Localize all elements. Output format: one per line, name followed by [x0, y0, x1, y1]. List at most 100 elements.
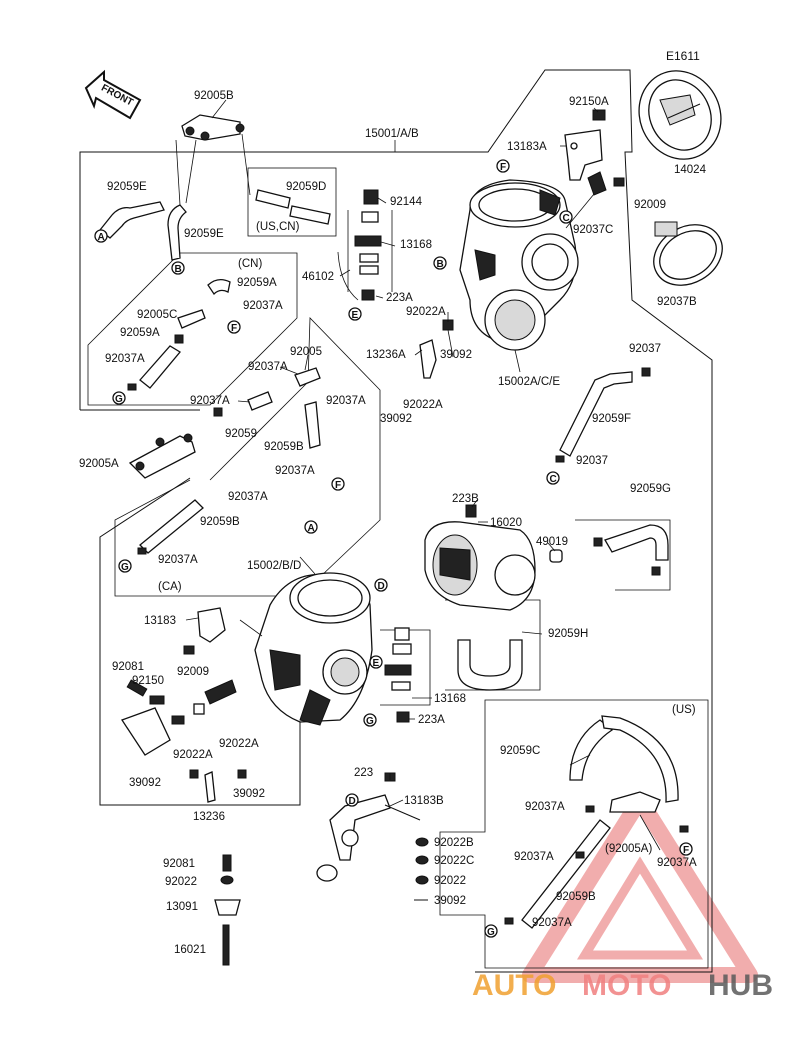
ref-marker-d2: D	[345, 793, 359, 807]
front-arrow-icon: FRONT	[84, 69, 142, 120]
label-13168-1: 13168	[400, 239, 432, 251]
label-49019: 49019	[536, 536, 568, 548]
svg-text:E: E	[373, 658, 380, 669]
ref-marker-e2: E	[369, 655, 383, 669]
label-92150a: 92150A	[569, 96, 609, 108]
ref-marker-g4: G	[484, 924, 498, 938]
label-92037a-12: 92037A	[532, 917, 572, 929]
svg-text:F: F	[500, 162, 506, 173]
hose-92059e-right	[167, 204, 187, 261]
throttle-linkage	[316, 772, 421, 882]
svg-text:C: C	[563, 213, 570, 224]
svg-text:F: F	[335, 480, 341, 491]
svg-text:G: G	[366, 716, 374, 727]
ref-marker-g: G	[112, 391, 126, 405]
air-cleaner-cover	[638, 70, 722, 160]
carburetor-upper	[459, 179, 579, 351]
hose-joint-92005b	[181, 114, 245, 141]
label-223: 223	[354, 767, 373, 779]
part-labels: 92005B 15001/A/B 92059E 92059E 92059D 92…	[79, 90, 707, 956]
label-92022: 92022	[434, 875, 466, 887]
label-92059b-2: 92059B	[200, 516, 240, 528]
label-92022a-2: 92022A	[403, 399, 443, 411]
label-223a-2: 223A	[418, 714, 445, 726]
group-cn: (CN)	[238, 258, 262, 270]
label-92059e-1: 92059E	[107, 181, 147, 193]
label-92037b: 92037B	[657, 296, 697, 308]
hose-92059d-a	[255, 189, 291, 209]
ref-marker-b2: B	[433, 256, 447, 270]
label-92037a-9: 92037A	[525, 801, 565, 813]
ref-marker-f2: F	[496, 159, 510, 173]
label-13236: 13236	[193, 811, 225, 823]
screw-column	[214, 854, 241, 966]
label-92022a-1: 92022A	[406, 306, 446, 318]
label-92005a-2: (92005A)	[605, 843, 652, 855]
washers-92022	[414, 837, 429, 901]
hose-joint-92005a	[128, 433, 196, 479]
clamp-92037	[641, 367, 651, 377]
group-ca: (CA)	[158, 581, 182, 593]
idle-adjuster	[121, 679, 237, 756]
label-92059h: 92059H	[548, 628, 588, 640]
watermark-hub: HUB	[708, 969, 773, 1002]
bracket-13183	[197, 607, 226, 643]
leader-lines	[185, 99, 661, 851]
label-92059a-1: 92059A	[237, 277, 277, 289]
ref-marker-f: F	[227, 320, 241, 334]
carburetor-lower	[254, 572, 373, 726]
label-92081-2: 92081	[163, 858, 195, 870]
label-92037a-11: 92037A	[657, 857, 697, 869]
ref-marker-e: E	[348, 307, 362, 321]
label-92022b: 92022B	[434, 837, 474, 849]
link-13236	[204, 771, 216, 803]
label-92005: 92005	[290, 346, 322, 358]
label-92037a-5: 92037A	[190, 395, 230, 407]
label-92059: 92059	[225, 428, 257, 440]
watermark-moto: MOTO	[582, 969, 671, 1002]
svg-text:F: F	[231, 323, 237, 334]
reference-markers: A B E F G F C B F C G A D E G D G F	[94, 159, 693, 938]
label-92037c: 92037C	[573, 224, 613, 236]
label-92037a-2: 92037A	[105, 353, 145, 365]
label-13168-2: 13168	[434, 693, 466, 705]
label-92005a-1: 92005A	[79, 458, 119, 470]
label-92037a-7: 92037A	[228, 491, 268, 503]
label-92144: 92144	[390, 196, 423, 208]
label-92037a-4: 92037A	[326, 395, 366, 407]
label-15002bd: 15002/B/D	[247, 560, 301, 572]
ref-marker-c: C	[559, 210, 573, 224]
ca-hose-parts	[137, 367, 321, 555]
hose-92059d-b	[289, 205, 331, 225]
screw-92009	[613, 177, 625, 187]
svg-text:A: A	[308, 523, 315, 534]
label-92059b-1: 92059B	[264, 441, 304, 453]
label-92005c: 92005C	[137, 309, 177, 321]
label-46102: 46102	[302, 271, 334, 283]
fuel-pump	[424, 504, 563, 611]
ref-marker-a2: A	[304, 520, 318, 534]
label-13091: 13091	[166, 901, 198, 913]
group-us-cn: (US,CN)	[256, 221, 300, 233]
label-92037a-10: 92037A	[514, 851, 554, 863]
ref-marker-b: B	[171, 261, 185, 275]
ref-marker-a: A	[94, 229, 108, 243]
label-39092-5: 39092	[434, 895, 466, 907]
label-92037a-3: 92037A	[248, 361, 288, 373]
label-39092-4: 39092	[233, 788, 265, 800]
label-92059f: 92059F	[592, 413, 631, 425]
hose-92059e-left	[99, 201, 165, 239]
svg-text:E: E	[352, 310, 359, 321]
label-16021: 16021	[174, 944, 206, 956]
label-39092-3: 39092	[129, 777, 161, 789]
label-92022a-3: 92022A	[173, 749, 213, 761]
hose-92059h	[457, 639, 523, 691]
label-92005b: 92005B	[194, 90, 234, 102]
jet-needle-stack-lower	[384, 627, 412, 723]
label-92059b-3: 92059B	[556, 891, 596, 903]
link-13236a	[419, 339, 437, 379]
us-hose-parts	[504, 715, 689, 929]
ref-marker-g2: G	[118, 559, 132, 573]
ref-marker-c2: C	[546, 471, 560, 485]
watermark-logo	[522, 792, 758, 983]
